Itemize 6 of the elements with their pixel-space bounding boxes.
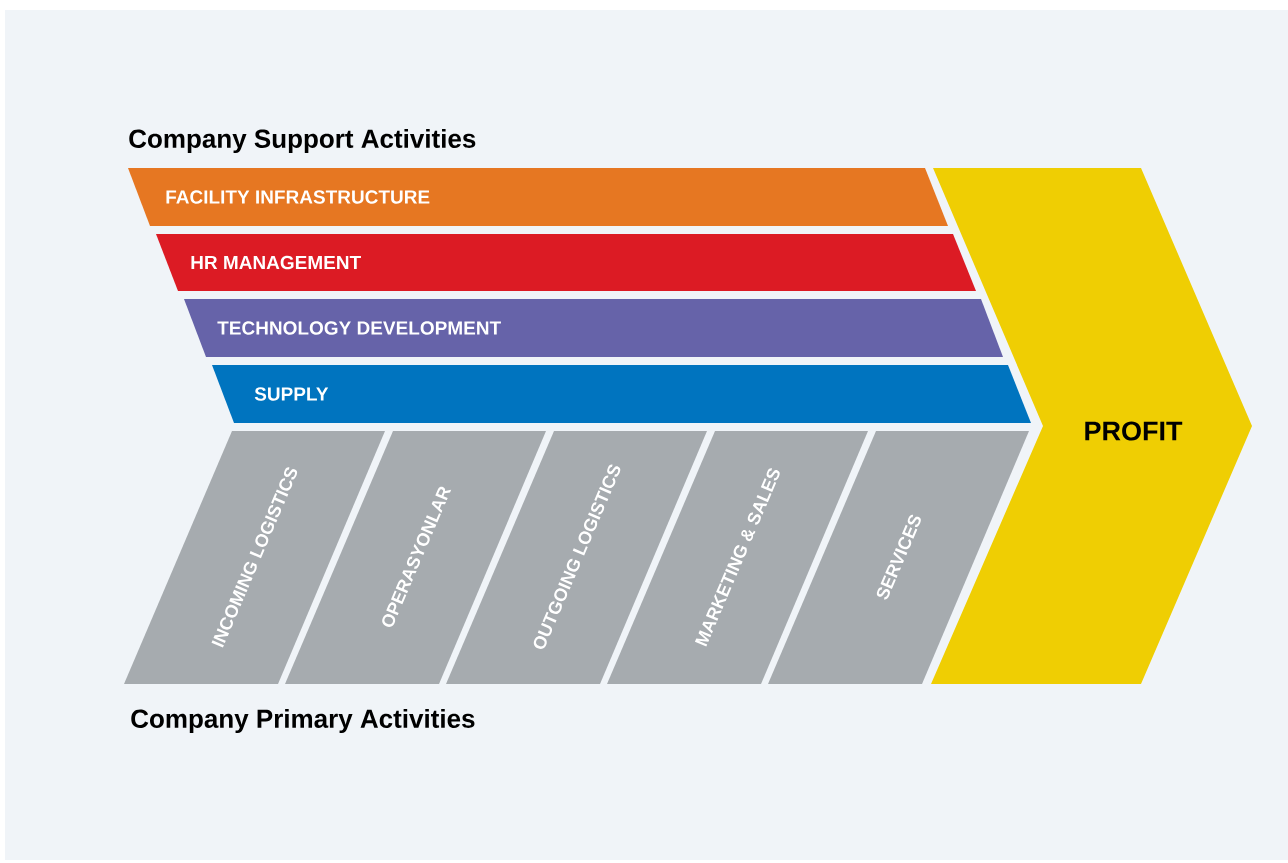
profit-chevron: PROFIT xyxy=(931,168,1252,684)
activity-band: TECHNOLOGY DEVELOPMENT xyxy=(184,299,1003,357)
activity-band: SUPPLY xyxy=(212,365,1031,423)
activity-band: FACILITY INFRASTRUCTURE xyxy=(128,168,948,226)
activity-band: HR MANAGEMENT xyxy=(156,234,976,291)
section-heading: Company Primary Activities xyxy=(131,708,475,734)
